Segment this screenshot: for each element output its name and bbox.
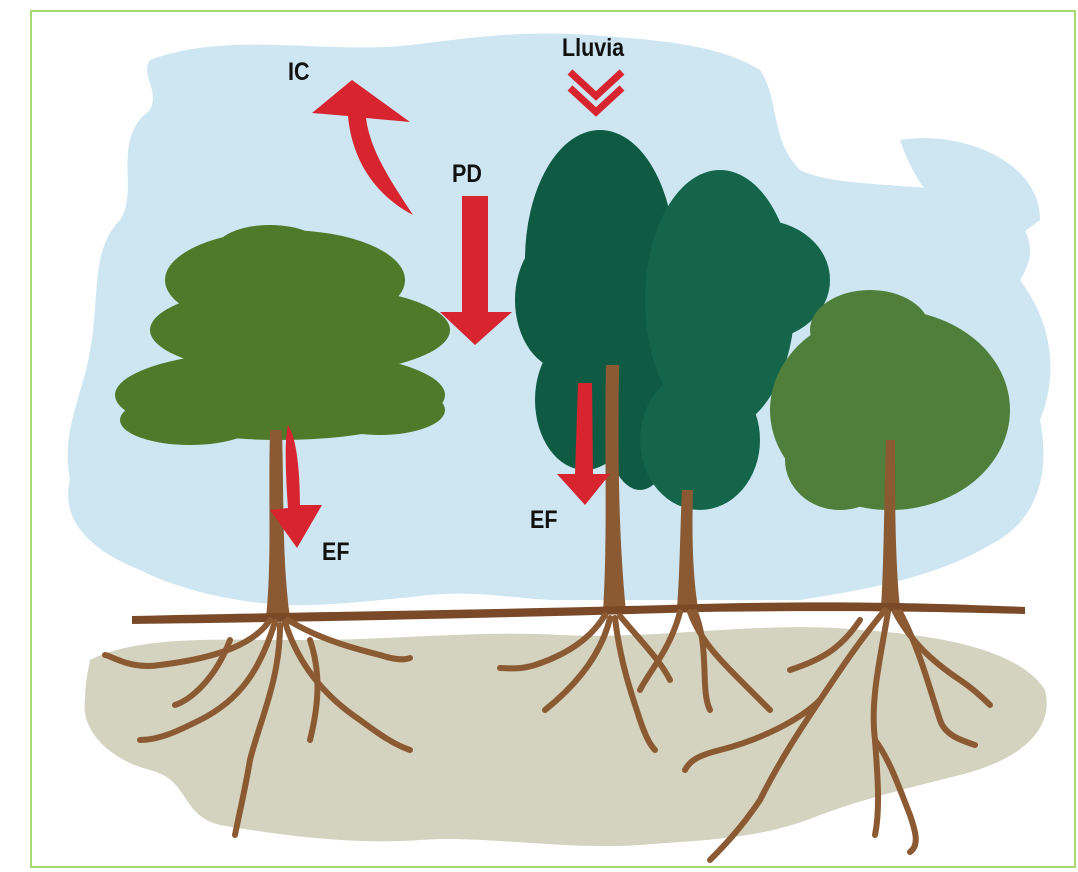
interception-label: IC bbox=[288, 58, 310, 87]
soil-background bbox=[84, 627, 1046, 846]
stemflow-left-label: EF bbox=[322, 538, 349, 567]
stemflow-right-label: EF bbox=[530, 506, 557, 535]
rain-label: Lluvia bbox=[562, 34, 624, 63]
throughfall-label: PD bbox=[452, 160, 482, 189]
